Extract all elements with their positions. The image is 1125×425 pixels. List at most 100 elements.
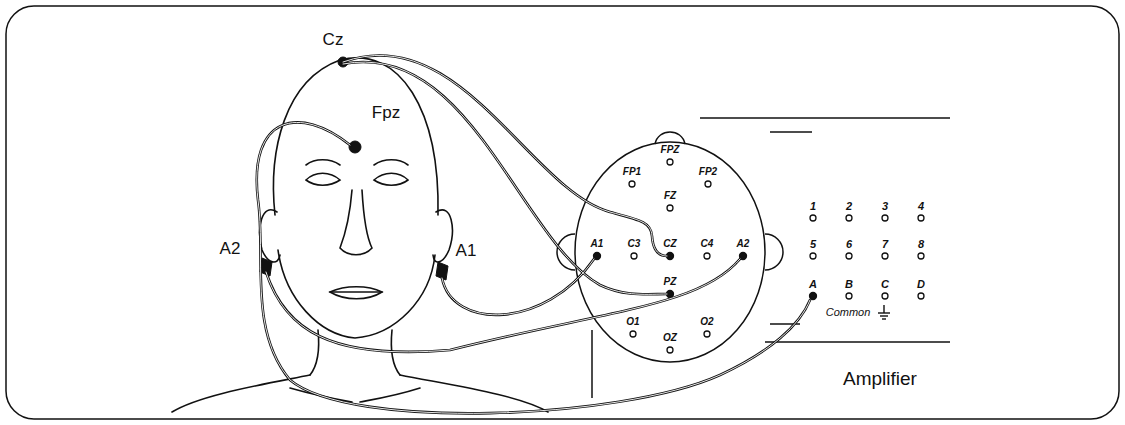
eye [374, 173, 408, 185]
jack [631, 253, 637, 259]
jack-label: PZ [663, 277, 678, 287]
wire-highlight [442, 259, 594, 315]
jack-label: O1 [625, 317, 640, 327]
electrode-board [557, 132, 783, 362]
channel-number: 4 [917, 201, 925, 212]
jack [918, 293, 924, 299]
electrode-site-label: Fpz [371, 104, 401, 121]
wire-highlight [257, 122, 810, 413]
jack [918, 215, 924, 221]
ground-symbol [878, 305, 890, 319]
wire-highlight [266, 259, 740, 352]
eye [306, 173, 340, 185]
jack [704, 253, 710, 259]
jack [705, 181, 711, 187]
channel-number: 3 [881, 201, 889, 212]
eyebrow [306, 160, 340, 165]
collarbone [360, 388, 420, 402]
lead-wires [257, 55, 810, 413]
jack-label: A2 [736, 239, 751, 249]
right-ear [433, 210, 452, 262]
ground-bar [880, 315, 888, 316]
housing-line [770, 131, 812, 133]
head-drawing [172, 58, 548, 412]
jack [810, 293, 817, 300]
eyebrow [374, 160, 408, 165]
board-head-outline [575, 142, 765, 362]
jack-label: FZ [663, 191, 677, 201]
jack [846, 215, 852, 221]
jack [629, 181, 635, 187]
housing-line [765, 341, 950, 343]
lead-wire [442, 259, 594, 315]
wire-highlight [343, 55, 667, 256]
lead-wire [266, 259, 740, 352]
channel-number: 5 [809, 239, 817, 250]
electrode-site-label: Cz [322, 31, 345, 48]
lead-wire [343, 62, 667, 294]
lead-wire [343, 55, 667, 256]
ground-bar [878, 312, 890, 313]
board-ear [765, 234, 783, 270]
jack [882, 293, 888, 299]
ground-bar [882, 318, 886, 319]
jack-label: FP1 [622, 167, 642, 177]
shoulder [400, 375, 548, 412]
terminal-letter: A [808, 279, 818, 290]
electrode-site-label: A2 [219, 240, 242, 257]
ground-label: Common [825, 307, 872, 318]
wire-highlight [343, 62, 667, 294]
amplifier-jacks [810, 215, 925, 300]
terminal-letter: B [844, 279, 854, 290]
jack-label: C4 [700, 239, 715, 249]
lead-wire-highlights [257, 55, 810, 413]
terminal-letter: C [880, 279, 890, 290]
channel-number: 8 [917, 239, 925, 250]
jack-label: OZ [662, 333, 678, 343]
left-ear [260, 210, 280, 262]
ground-stem [883, 305, 884, 313]
terminal-letter: D [916, 279, 926, 290]
electrodes [260, 57, 448, 280]
figure-frame [6, 6, 1119, 419]
jack-label: CZ [662, 239, 677, 249]
lead-wire [257, 122, 810, 413]
housing-line [700, 117, 950, 119]
jack [918, 253, 924, 259]
jack [810, 215, 816, 221]
board-ear [557, 234, 575, 270]
jack [667, 347, 673, 353]
head-outline [274, 58, 439, 215]
channel-number: 2 [845, 201, 853, 212]
jack [810, 253, 816, 259]
scalp-electrode [349, 141, 361, 153]
nose [340, 190, 372, 255]
electrode-site-label: A1 [455, 242, 478, 259]
channel-number: 1 [809, 201, 817, 212]
jack-label: A1 [590, 239, 605, 249]
neck [310, 330, 319, 375]
board-nose [655, 132, 685, 144]
jack-label: FP2 [698, 167, 718, 177]
jack [630, 331, 636, 337]
jack-label: FPZ [660, 145, 681, 155]
jack-label: C3 [627, 239, 642, 249]
channel-number: 7 [881, 239, 889, 250]
jack [667, 205, 673, 211]
jack [882, 215, 888, 221]
housing-line [591, 330, 593, 398]
channel-number: 6 [845, 239, 853, 250]
jack [846, 293, 852, 299]
mouth [330, 287, 382, 299]
jack [704, 331, 710, 337]
jack [846, 253, 852, 259]
board-jacks [594, 159, 747, 353]
jack [667, 159, 673, 165]
jack-label: O2 [699, 317, 714, 327]
device-name: Amplifier [842, 369, 918, 388]
mouth-line [330, 291, 382, 293]
jack [882, 253, 888, 259]
